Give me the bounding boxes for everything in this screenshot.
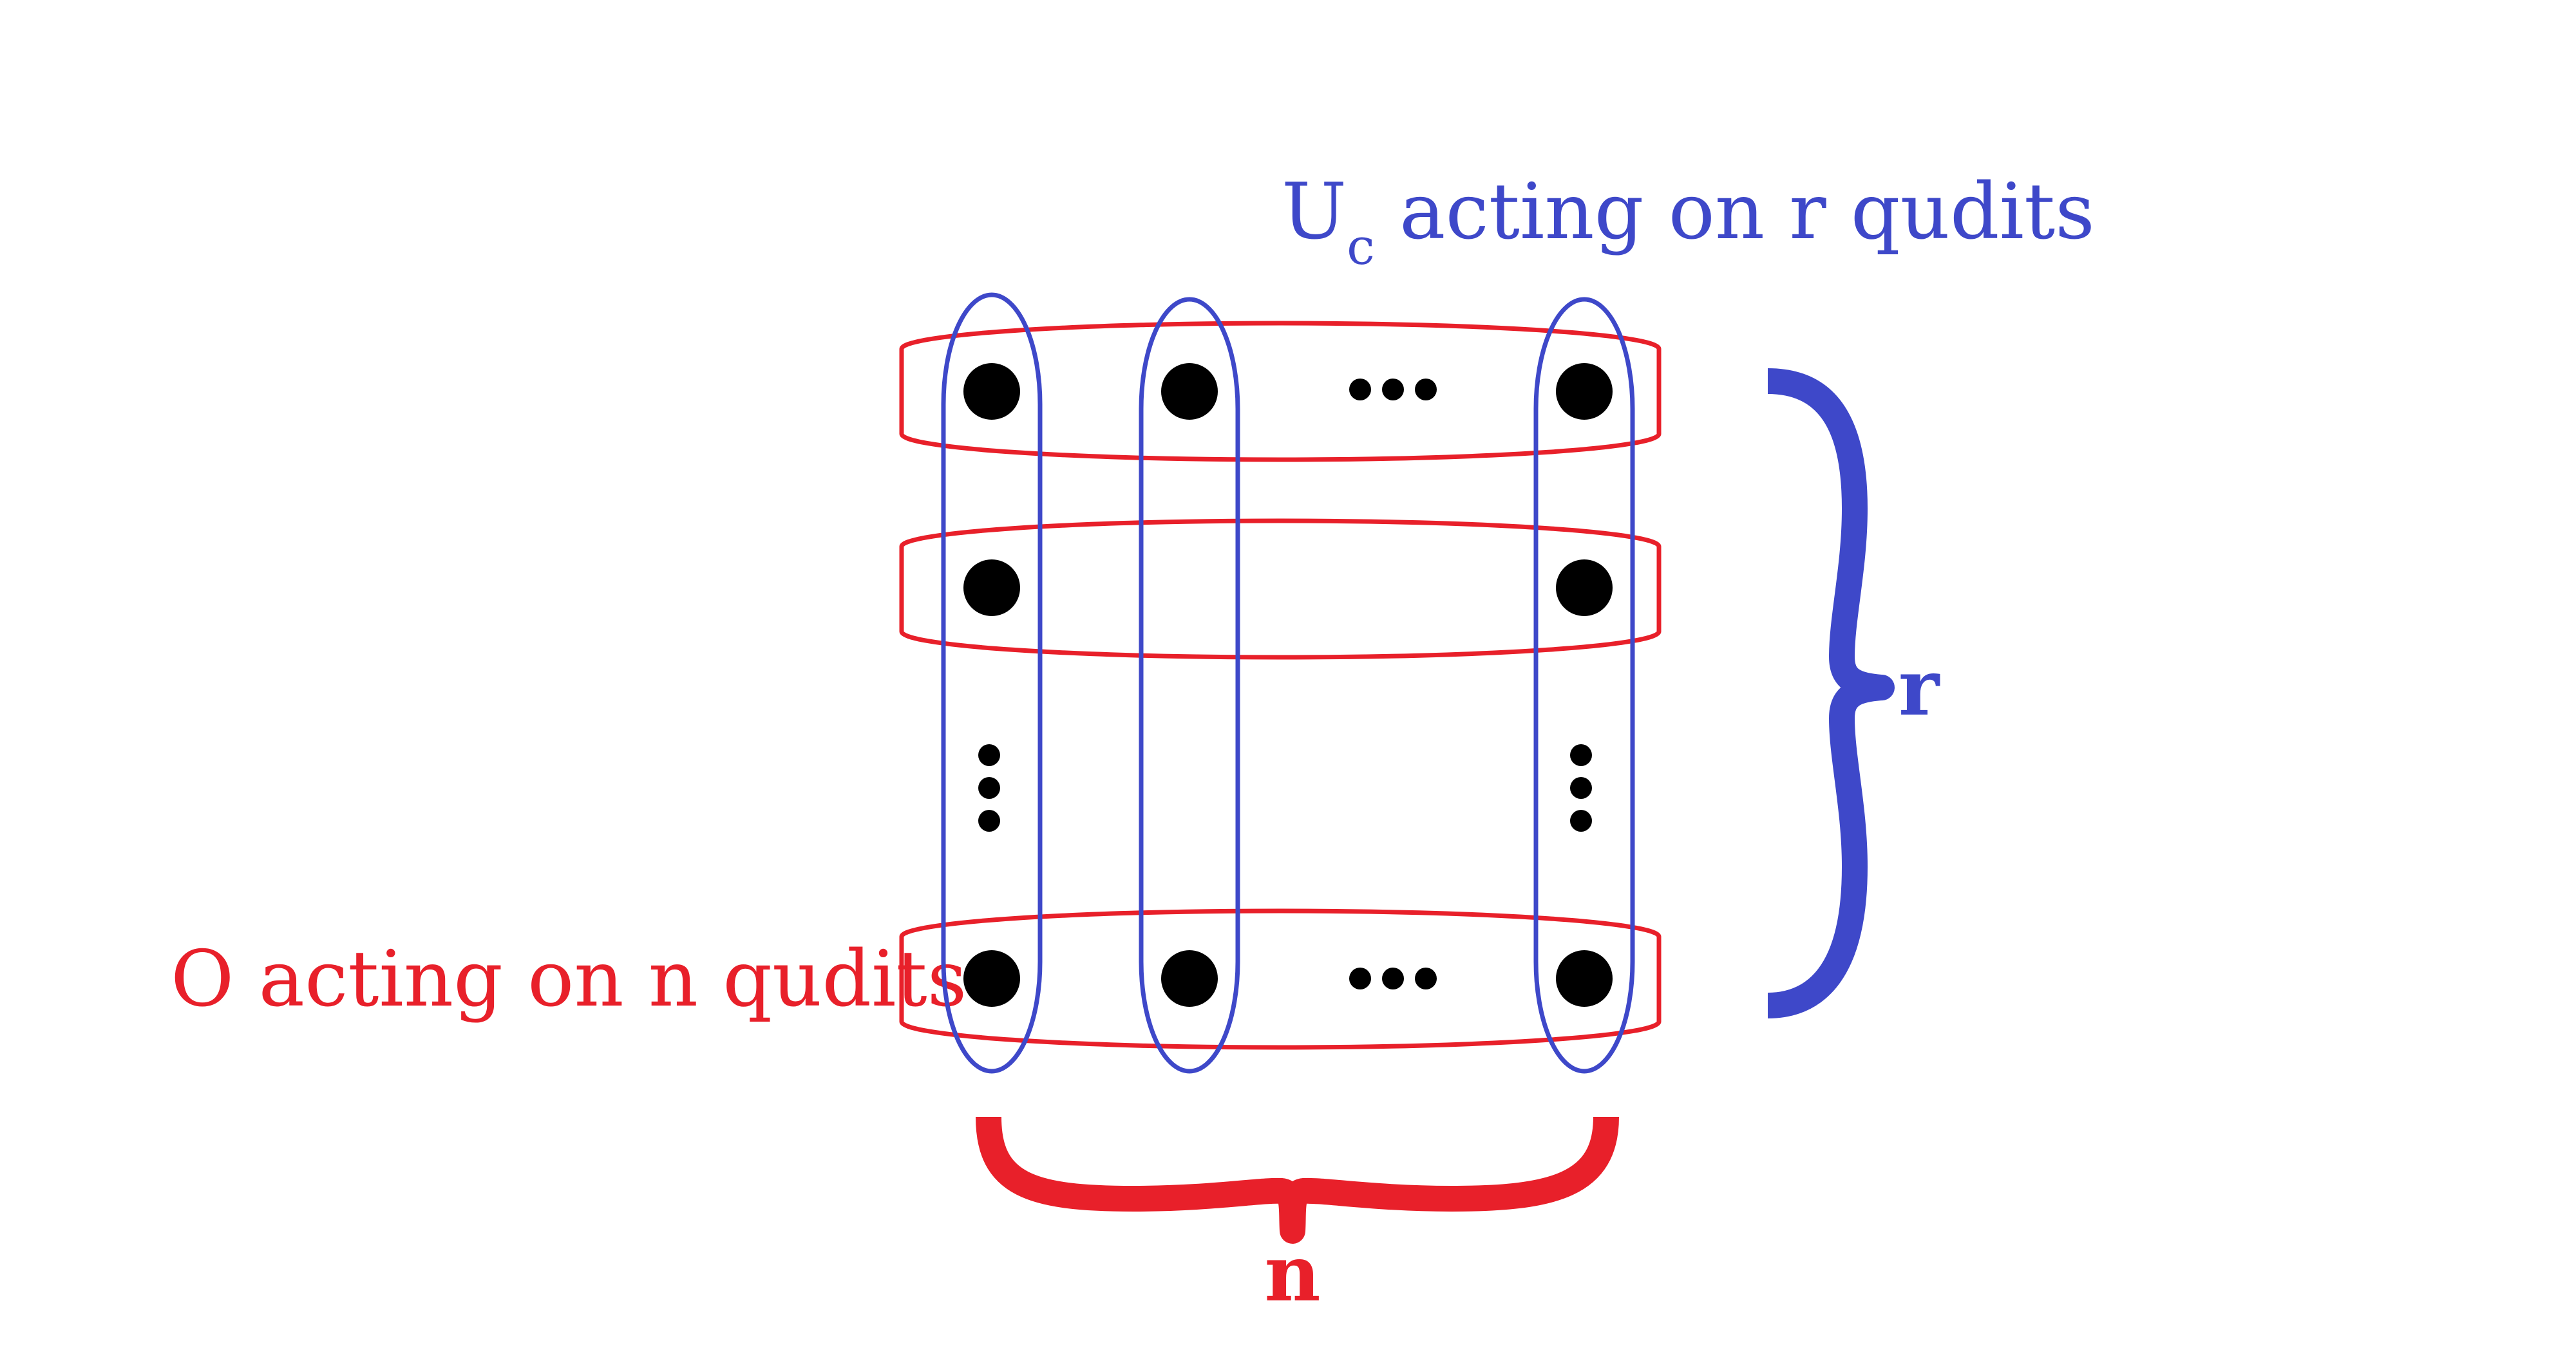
- column-group-2: [1139, 297, 1240, 1074]
- uc-label: Uc acting on r qudits: [1282, 167, 2095, 276]
- n-label: n: [1264, 1228, 1320, 1319]
- n-brace: [976, 1116, 1619, 1244]
- qudit: [1556, 950, 1613, 1007]
- vertical-ellipsis-right: [1570, 744, 1592, 832]
- column-group-3: [1533, 297, 1635, 1074]
- qudit: [963, 950, 1020, 1007]
- horizontal-ellipsis-bottom: [1349, 968, 1437, 989]
- column-groups: [941, 292, 1635, 1074]
- qudit: [1556, 363, 1613, 420]
- row-group-3: [899, 908, 1662, 1050]
- qudit: [1161, 363, 1218, 420]
- horizontal-ellipsis-top: [1349, 379, 1437, 400]
- row-group-2: [899, 518, 1662, 660]
- uc-label-main: U: [1282, 167, 1347, 257]
- o-label: O acting on n qudits: [171, 935, 967, 1024]
- row-group-1: [899, 321, 1662, 462]
- row-groups: [899, 321, 1662, 1050]
- r-label: r: [1899, 642, 1940, 733]
- r-brace: [1767, 368, 1895, 1018]
- uc-label-rest: acting on r qudits: [1375, 167, 2095, 257]
- qudit: [1556, 559, 1613, 616]
- qudit: [963, 559, 1020, 616]
- vertical-ellipsis-left: [978, 744, 1000, 832]
- column-group-1: [941, 292, 1043, 1074]
- uc-label-subscript: c: [1347, 218, 1375, 276]
- qudit: [1161, 950, 1218, 1007]
- qudits: [963, 363, 1613, 1007]
- qudit: [963, 363, 1020, 420]
